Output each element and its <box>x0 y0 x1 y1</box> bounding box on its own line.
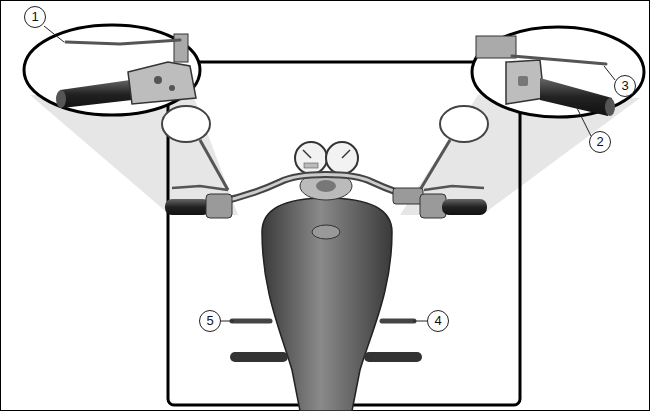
left-footpeg <box>230 352 288 362</box>
inset-grip-end <box>605 98 615 116</box>
inset-brake-lever <box>512 56 606 64</box>
rear-brake-pedal <box>382 319 414 324</box>
brake-lever <box>424 186 484 190</box>
inset-grip <box>60 80 132 108</box>
inset-switch-housing <box>128 62 196 104</box>
callout-number: 4 <box>427 310 449 332</box>
speedometer <box>295 142 327 174</box>
headlight-center <box>316 180 336 192</box>
tachometer <box>326 142 358 174</box>
inset-reservoir <box>476 36 516 58</box>
right-grip <box>442 199 487 215</box>
shift-lever <box>232 319 270 324</box>
inset-switch <box>518 76 528 86</box>
right-footpeg <box>364 352 422 362</box>
inset-grip-end <box>56 90 66 108</box>
gauge-needle <box>303 150 311 158</box>
right-mirror <box>440 106 488 142</box>
inset-clutch-lever <box>66 40 180 44</box>
inset-lever-mount <box>174 34 188 62</box>
detail-inset <box>24 25 200 115</box>
mirror-stem <box>420 140 450 190</box>
leader-line <box>575 104 591 136</box>
inset-switch <box>154 76 162 84</box>
mirror-stem <box>200 140 228 190</box>
fuel-cap <box>312 225 340 239</box>
leader-line <box>44 26 64 42</box>
fuel-tank <box>262 198 392 411</box>
brake-reservoir <box>393 188 423 204</box>
odometer <box>304 163 318 168</box>
left-switch-housing <box>206 194 232 218</box>
callout-number: 1 <box>24 6 46 28</box>
clutch-lever <box>172 186 228 190</box>
leader-line <box>221 321 234 322</box>
leader-line <box>413 321 427 322</box>
leader-line <box>604 66 615 80</box>
callout-number: 3 <box>614 75 636 97</box>
inset-throttle-grip <box>540 78 612 116</box>
callout-number: 5 <box>199 310 221 332</box>
gauge-needle <box>342 150 350 158</box>
left-grip <box>165 199 210 215</box>
detail-inset <box>472 27 644 117</box>
callout-number: 2 <box>589 131 611 153</box>
left-mirror <box>162 106 210 142</box>
inset-switch-housing <box>506 60 544 104</box>
inset-switch <box>169 85 175 91</box>
